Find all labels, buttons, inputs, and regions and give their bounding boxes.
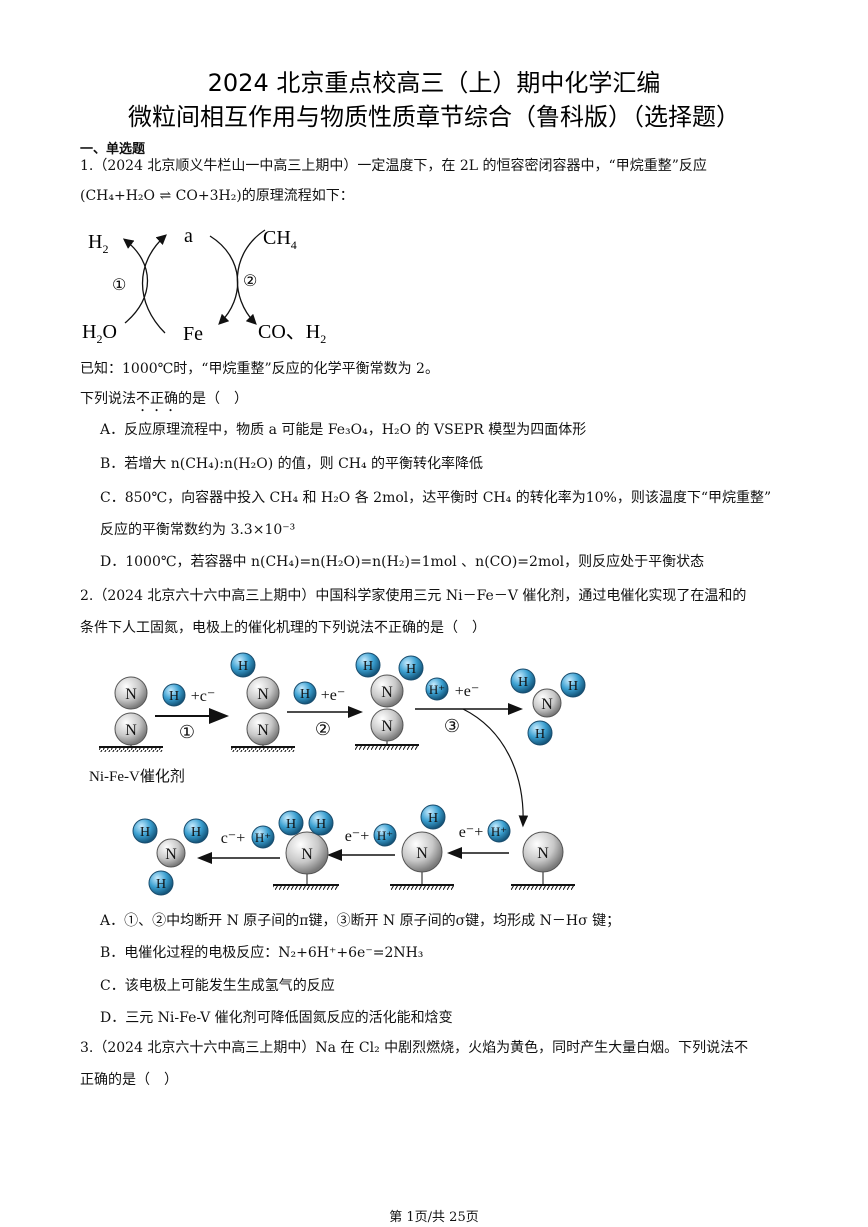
q1-option-c-cont: 反应的平衡常数约为 3.3×10⁻³ xyxy=(100,522,296,538)
fe-label: Fe xyxy=(183,323,203,345)
co-h2-label: CO、H2 xyxy=(258,321,326,346)
svg-text:N: N xyxy=(537,845,549,862)
svg-text:N: N xyxy=(125,686,137,703)
svg-text:H⁺: H⁺ xyxy=(491,824,507,839)
option-text: 该电极上可能发生生成氢气的反应 xyxy=(124,978,335,994)
option-text: ①、②中均断开 N 原子间的π键，③断开 N 原子间的σ键，均形成 N－Hσ 键… xyxy=(124,913,621,929)
option-letter: D． xyxy=(100,554,126,570)
svg-text:+e⁻: +e⁻ xyxy=(321,687,346,704)
q1-stem-line1: 1.（2024 北京顺义牛栏山一中高三上期中）一定温度下，在 2L 的恒容密闭容… xyxy=(80,158,707,174)
option-letter: B． xyxy=(100,945,125,961)
svg-text:N: N xyxy=(257,722,269,739)
q1-ask: 下列说法不正确的是（ ） xyxy=(80,389,248,415)
q2-option-a[interactable]: A．①、②中均断开 N 原子间的π键，③断开 N 原子间的σ键，均形成 N－Hσ… xyxy=(100,911,620,931)
step1-label: ① xyxy=(112,277,126,294)
svg-text:N: N xyxy=(301,846,313,863)
svg-text:N: N xyxy=(165,846,177,863)
page-number: 第 1页/共 25页 xyxy=(389,1210,479,1225)
svg-text:c⁻+: c⁻+ xyxy=(221,830,246,847)
document-title-line2: 微粒间相互作用与物质性质章节综合（鲁科版）（选择题） xyxy=(128,103,740,131)
option-text: 1000℃，若容器中 n(CH₄)=n(H₂O)=n(H₂)=1mol 、n(C… xyxy=(125,554,705,570)
svg-text:+e⁻: +e⁻ xyxy=(455,683,480,700)
svg-text:+c⁻: +c⁻ xyxy=(191,688,216,705)
svg-text:③: ③ xyxy=(444,716,460,736)
svg-text:N: N xyxy=(416,845,428,862)
q1-known: 已知：1000℃时，“甲烷重整”反应的化学平衡常数为 2。 xyxy=(80,361,439,377)
q1-ask-prefix: 下列说法 xyxy=(80,391,136,407)
q2-stem-line1: 2.（2024 北京六十六中高三上期中）中国科学家使用三元 Ni－Fe－V 催化… xyxy=(80,588,747,604)
document-title-line1: 2024 北京重点校高三（上）期中化学汇编 xyxy=(207,69,661,97)
q1-option-c[interactable]: C．850℃，向容器中投入 CH₄ 和 H₂O 各 2mol，达平衡时 CH₄ … xyxy=(100,488,771,508)
svg-text:H: H xyxy=(406,662,416,677)
svg-text:H: H xyxy=(428,811,438,826)
option-text: 850℃，向容器中投入 CH₄ 和 H₂O 各 2mol，达平衡时 CH₄ 的转… xyxy=(124,490,772,506)
q2-option-c[interactable]: C．该电极上可能发生生成氢气的反应 xyxy=(100,976,335,996)
svg-text:①: ① xyxy=(179,722,195,742)
ch4-label: CH4 xyxy=(263,227,297,252)
svg-text:H: H xyxy=(169,689,179,704)
q1-option-a[interactable]: A．反应原理流程中，物质 a 可能是 Fe₃O₄，H₂O 的 VSEPR 模型为… xyxy=(100,420,586,440)
q1-cycle-diagram: H2 a CH4 ① ② H2O Fe CO、H2 xyxy=(82,225,326,346)
h2-top-label: H2 xyxy=(88,231,108,256)
section-heading: 一、单选题 xyxy=(80,142,146,157)
q1-stem-tail: 的原理流程如下： xyxy=(241,188,354,204)
svg-text:H: H xyxy=(140,825,150,840)
h2o-label: H2O xyxy=(82,321,117,346)
step2-label: ② xyxy=(243,273,257,290)
option-letter: B． xyxy=(100,456,125,472)
svg-text:②: ② xyxy=(315,719,331,739)
svg-text:H: H xyxy=(156,877,166,892)
q3-stem-line2: 正确的是（ ） xyxy=(80,1072,178,1088)
option-letter: A． xyxy=(100,913,125,929)
svg-text:H: H xyxy=(191,825,201,840)
q1-ask-emphasis: 不正确 xyxy=(136,391,178,407)
q2-stem-line2: 条件下人工固氮，电极上的催化机理的下列说法不正确的是（ ） xyxy=(80,620,486,636)
q1-ask-suffix: 的是（ ） xyxy=(178,391,248,407)
q2-option-b[interactable]: B．电催化过程的电极反应：N₂+6H⁺+6e⁻=2NH₃ xyxy=(100,943,423,963)
svg-text:H: H xyxy=(568,679,578,694)
svg-text:e⁻+: e⁻+ xyxy=(345,828,370,845)
q3-stem-line1: 3.（2024 北京六十六中高三上期中）Na 在 Cl₂ 中剧烈燃烧，火焰为黄色… xyxy=(80,1040,749,1056)
q1-option-b[interactable]: B．若增大 n(CH₄):n(H₂O) 的值，则 CH₄ 的平衡转化率降低 xyxy=(100,454,483,474)
svg-text:N: N xyxy=(381,684,393,701)
option-text: 三元 Ni-Fe-V 催化剂可降低固氮反应的活化能和焓变 xyxy=(125,1010,453,1026)
svg-text:e⁻+: e⁻+ xyxy=(459,824,484,841)
svg-text:N: N xyxy=(125,722,137,739)
q2-option-d[interactable]: D．三元 Ni-Fe-V 催化剂可降低固氮反应的活化能和焓变 xyxy=(100,1008,453,1028)
svg-text:H: H xyxy=(316,817,326,832)
option-text: 电催化过程的电极反应：N₂+6H⁺+6e⁻=2NH₃ xyxy=(124,945,424,961)
option-text: 反应原理流程中，物质 a 可能是 Fe₃O₄，H₂O 的 VSEPR 模型为四面… xyxy=(124,422,587,438)
svg-text:H: H xyxy=(518,675,528,690)
svg-text:H⁺: H⁺ xyxy=(377,828,393,843)
option-letter: C． xyxy=(100,978,125,994)
svg-text:H: H xyxy=(363,659,373,674)
q2-mechanism-diagram: N N Ni-Fe-V催化剂 H +c⁻ ① H N N H +e⁻ ② H H… xyxy=(89,652,586,896)
svg-text:H: H xyxy=(300,687,310,702)
a-label: a xyxy=(184,225,193,247)
q1-stem-line2: (CH₄+H₂O ⇌ CO+3H₂)的原理流程如下： xyxy=(80,186,354,206)
svg-text:N: N xyxy=(381,718,393,735)
q1-option-d[interactable]: D．1000℃，若容器中 n(CH₄)=n(H₂O)=n(H₂)=1mol 、n… xyxy=(100,552,704,572)
option-text: 若增大 n(CH₄):n(H₂O) 的值，则 CH₄ 的平衡转化率降低 xyxy=(124,456,484,472)
svg-text:N: N xyxy=(541,696,553,713)
svg-text:H: H xyxy=(286,817,296,832)
svg-text:H⁺: H⁺ xyxy=(429,682,445,697)
option-letter: D． xyxy=(100,1010,126,1026)
svg-text:H⁺: H⁺ xyxy=(255,830,271,845)
svg-text:N: N xyxy=(257,686,269,703)
option-letter: C． xyxy=(100,490,125,506)
svg-text:H: H xyxy=(238,659,248,674)
svg-text:H: H xyxy=(535,727,545,742)
q1-equation: (CH₄+H₂O ⇌ CO+3H₂) xyxy=(80,188,242,204)
option-letter: A． xyxy=(100,422,125,438)
catalyst-label: Ni-Fe-V催化剂 xyxy=(89,768,185,785)
